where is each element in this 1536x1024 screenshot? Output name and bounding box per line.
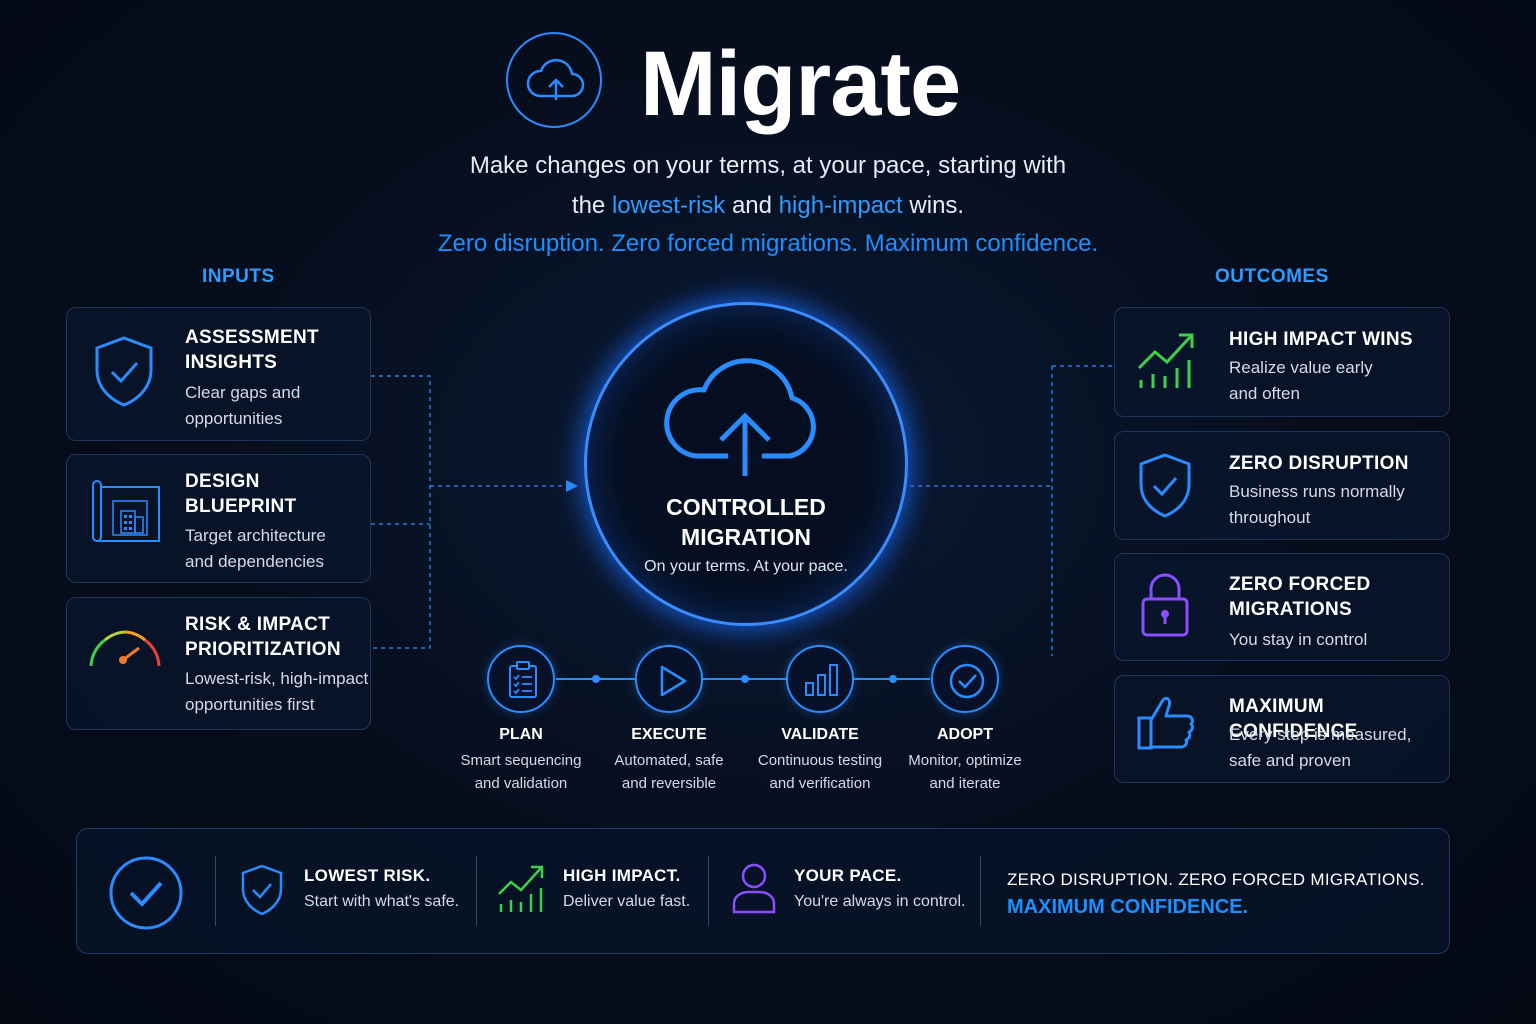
cloud-upload-icon [526, 58, 585, 100]
bottom-final-line-2: MAXIMUM CONFIDENCE. [1007, 896, 1249, 918]
header-logo [506, 32, 602, 128]
bottom-summary-bar [76, 828, 1450, 954]
shield-check-icon [95, 336, 153, 407]
divider [980, 856, 981, 926]
card-description: Every step is measured,safe and proven [1229, 725, 1412, 770]
play-icon [660, 665, 687, 697]
check-circle-icon [109, 856, 183, 930]
growth-chart-icon [1137, 333, 1194, 388]
card-title: ZERO DISRUPTION [1229, 453, 1409, 474]
bottom-high-impact-desc: Deliver value fast. [563, 893, 691, 910]
hub-subtitle: On your terms. At your pace. [644, 558, 848, 575]
step-plan-circle [487, 645, 555, 713]
divider [476, 856, 477, 926]
card-title: MAXIMUM CONFIDENCE [1229, 696, 1358, 742]
bar-chart-icon [805, 664, 838, 696]
divider [708, 856, 709, 926]
page-title: Migrate [640, 33, 961, 135]
bottom-your-pace-desc: You're always in control. [794, 893, 966, 910]
bottom-final-line-1: ZERO DISRUPTION. ZERO FORCED MIGRATIONS. [1007, 870, 1425, 889]
step-execute-circle [635, 645, 703, 713]
bottom-high-impact-title: HIGH IMPACT. [563, 866, 681, 885]
bottom-lowest-risk-title: LOWEST RISK. [304, 866, 431, 885]
bottom-lowest-risk-desc: Start with what's safe. [304, 893, 460, 910]
growth-chart-icon [498, 865, 544, 912]
user-icon [732, 863, 776, 914]
step-plan-title: PLAN [499, 726, 543, 743]
blueprint-icon [92, 480, 160, 542]
highlight-lowest-risk: lowest-risk [611, 192, 726, 219]
card-description: You stay in control [1229, 630, 1368, 649]
clipboard-icon [509, 661, 537, 698]
outcomes-heading: OUTCOMES [1215, 266, 1329, 287]
step-adopt-circle [931, 645, 999, 713]
bottom-your-pace-title: YOUR PACE. [794, 866, 902, 885]
inputs-heading: INPUTS [202, 266, 275, 287]
thumbs-up-icon [1137, 696, 1194, 750]
divider [215, 856, 216, 926]
check-circle-icon [949, 663, 985, 699]
shield-check-icon [241, 864, 283, 916]
gauge-icon [89, 630, 161, 667]
shield-check-icon [1139, 453, 1191, 518]
step-validate-circle [786, 645, 854, 713]
outcome-card-max-confidence: MAXIMUM CONFIDENCE Every step is measure… [1114, 675, 1450, 783]
cloud-upload-icon [664, 358, 816, 476]
step-execute-title: EXECUTE [631, 726, 707, 743]
step-validate-title: VALIDATE [781, 726, 859, 743]
step-adopt-title: ADOPT [937, 726, 993, 743]
highlight-high-impact: high-impact [778, 192, 903, 219]
lock-icon [1141, 573, 1189, 637]
subtitle-line-1: Make changes on your terms, at your pace… [469, 152, 1067, 179]
card-title: HIGH IMPACT WINS [1229, 329, 1413, 350]
tagline: Zero disruption. Zero forced migrations.… [437, 230, 1099, 257]
subtitle-line-2: the lowest-risk and high-impact wins. [571, 192, 965, 219]
